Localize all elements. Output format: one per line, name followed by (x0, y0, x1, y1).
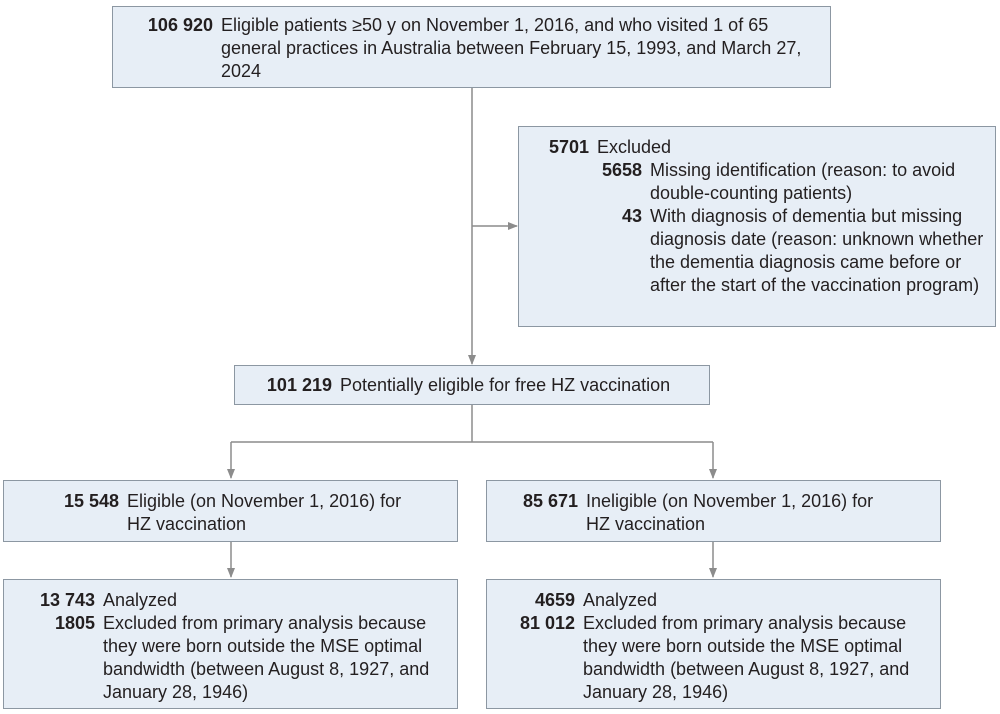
missing-id-label: Missing identification (reason: to avoid… (650, 160, 956, 203)
excluded-box: 5701 Excluded 5658 Missing identificatio… (518, 126, 996, 327)
eligible-excluded-count: 1805 (54, 613, 95, 633)
ineligible-excluded-label: Excluded from primary analysis because t… (583, 613, 910, 702)
eligible-hz-box: 15 548 Eligible (on November 1, 2016) fo… (3, 480, 458, 542)
eligible-excluded-label: Excluded from primary analysis because t… (103, 613, 430, 702)
eligible-analyzed-label: Analyzed (103, 590, 178, 610)
eligible-analyzed-count: 13 743 (39, 590, 95, 610)
eligible-hz-count: 15 548 (63, 491, 119, 511)
ineligible-hz-label: Ineligible (on November 1, 2016) for HZ … (586, 491, 874, 534)
potentially-eligible-count: 101 219 (266, 375, 332, 395)
dementia-missing-date-label: With diagnosis of dementia but missing d… (650, 206, 984, 295)
eligible-hz-label: Eligible (on November 1, 2016) for HZ va… (127, 491, 402, 534)
eligible-patients-box: 106 920 Eligible patients ≥50 y on Novem… (112, 6, 831, 88)
ineligible-excluded-count: 81 012 (519, 613, 575, 633)
excluded-count: 5701 (548, 137, 589, 157)
eligible-analyzed-box: 13 743 Analyzed 1805 Excluded from prima… (3, 579, 458, 709)
missing-id-count: 5658 (601, 160, 642, 180)
ineligible-hz-count: 85 671 (522, 491, 578, 511)
ineligible-analyzed-count: 4659 (534, 590, 575, 610)
dementia-missing-date-count: 43 (621, 206, 642, 226)
eligible-patients-count: 106 920 (147, 15, 213, 35)
eligible-patients-label: Eligible patients ≥50 y on November 1, 2… (221, 15, 802, 81)
excluded-label: Excluded (597, 137, 672, 157)
ineligible-analyzed-box: 4659 Analyzed 81 012 Excluded from prima… (486, 579, 941, 709)
ineligible-analyzed-label: Analyzed (583, 590, 658, 610)
ineligible-hz-box: 85 671 Ineligible (on November 1, 2016) … (486, 480, 941, 542)
potentially-eligible-label: Potentially eligible for free HZ vaccina… (340, 375, 671, 395)
potentially-eligible-box: 101 219 Potentially eligible for free HZ… (234, 365, 710, 405)
